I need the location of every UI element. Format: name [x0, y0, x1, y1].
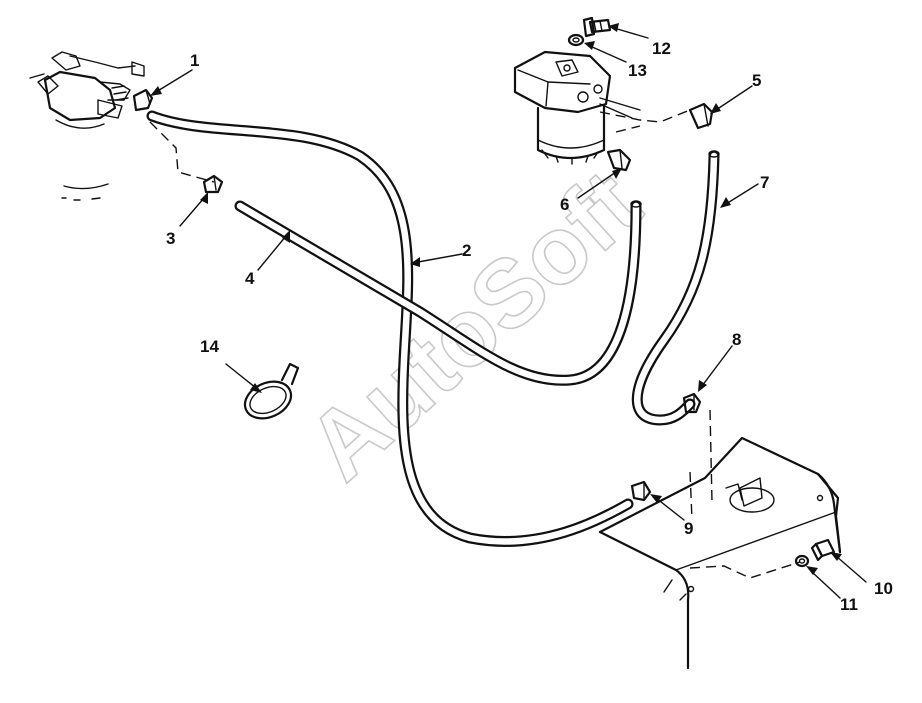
watermark-text: AutoSoft	[287, 150, 660, 501]
callout-leaders	[150, 23, 867, 599]
clamp-3	[202, 174, 224, 194]
fuel-filter	[513, 50, 641, 165]
callout-5: 5	[752, 71, 761, 90]
callout-6: 6	[560, 195, 569, 214]
screw-10	[810, 538, 836, 562]
clamp-14	[243, 362, 300, 420]
callout-14: 14	[200, 337, 219, 356]
callout-12: 12	[652, 39, 671, 58]
callout-1: 1	[190, 51, 199, 70]
hose-2	[146, 110, 634, 547]
callout-9: 9	[684, 519, 693, 538]
callout-2: 2	[462, 241, 471, 260]
callout-4: 4	[245, 269, 255, 288]
clamp-1	[132, 88, 154, 112]
callout-11: 11	[840, 595, 858, 614]
fitting-6	[606, 148, 632, 172]
assembly-dashed-lines	[149, 109, 801, 579]
callout-3: 3	[166, 229, 175, 248]
bolt-12	[582, 16, 612, 38]
hose-7	[631, 150, 720, 426]
callout-labels: 1 2 3 4 5 6 7 8 9 10 11 12 13 14	[166, 39, 893, 614]
clamp-9	[630, 480, 652, 502]
hose-4	[234, 200, 642, 386]
clamp-8	[682, 392, 702, 414]
washer-13	[567, 33, 585, 47]
callout-10: 10	[874, 579, 893, 598]
callout-8: 8	[732, 330, 741, 349]
callout-13: 13	[628, 61, 647, 80]
injection-pump	[29, 51, 145, 201]
callout-7: 7	[760, 173, 769, 192]
fitting-5	[688, 102, 714, 130]
fuel-tank	[598, 436, 842, 670]
washer-11	[794, 554, 810, 568]
